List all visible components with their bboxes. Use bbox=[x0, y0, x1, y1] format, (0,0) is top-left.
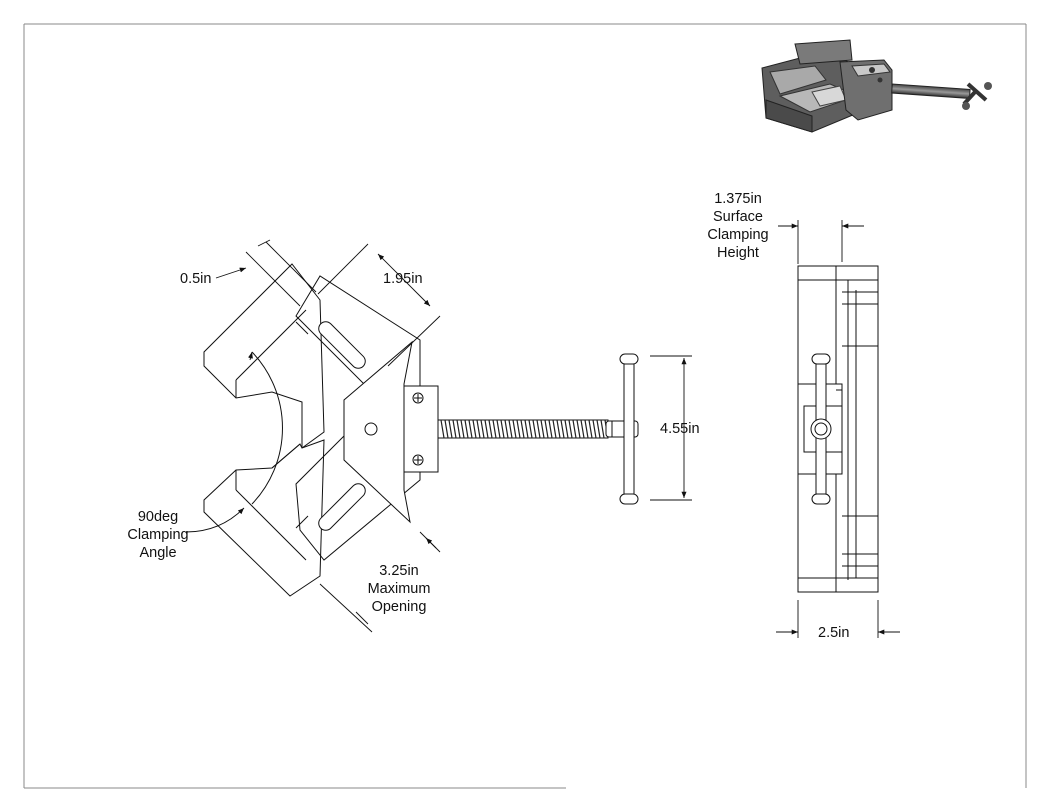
surface-height-line2: Surface bbox=[713, 209, 763, 225]
thread-ridge bbox=[472, 419, 477, 439]
thread-ridge bbox=[532, 419, 537, 439]
thread-ridge bbox=[484, 419, 489, 439]
thread-ridge bbox=[592, 419, 597, 439]
thread-ridge bbox=[480, 419, 485, 439]
side-view bbox=[797, 265, 879, 593]
thread-ridge bbox=[572, 419, 577, 439]
thread-ridge bbox=[440, 419, 445, 439]
dimension-lines-side bbox=[776, 220, 900, 638]
thread-ridge bbox=[528, 419, 533, 439]
top-view bbox=[203, 263, 639, 597]
thread-ridge bbox=[544, 419, 549, 439]
thread-ridge bbox=[552, 419, 557, 439]
thread-ridge bbox=[452, 419, 457, 439]
dimension-lines-top bbox=[185, 239, 692, 633]
thread-ridge bbox=[500, 419, 505, 439]
jaw-width-value: 1.95in bbox=[383, 271, 423, 287]
surface-height-label: 1.375in Surface Clamping Height bbox=[700, 190, 776, 262]
body-width-value: 2.5in bbox=[818, 625, 850, 641]
clamping-angle-value: 90deg bbox=[137, 509, 179, 525]
thread-ridge bbox=[548, 419, 553, 439]
cross-recess-screw-icon bbox=[412, 392, 424, 404]
max-opening-line2: Maximum bbox=[367, 581, 431, 597]
thread-ridge bbox=[460, 419, 465, 439]
clamping-angle-line2: Clamping bbox=[127, 527, 189, 543]
thread-ridge bbox=[524, 419, 529, 439]
thread-ridge bbox=[476, 419, 481, 439]
thread-ridge bbox=[492, 419, 497, 439]
thread-ridge bbox=[560, 419, 565, 439]
thread-ridge bbox=[576, 419, 581, 439]
handle-length-value: 4.55in bbox=[660, 421, 700, 437]
body-width-label: 2.5in bbox=[818, 624, 849, 642]
thread-ridge bbox=[596, 419, 601, 439]
thread-ridge bbox=[488, 419, 493, 439]
surface-height-line4: Height bbox=[717, 245, 759, 261]
thread-ridge bbox=[448, 419, 453, 439]
thread-ridge bbox=[508, 419, 513, 439]
thread-ridge bbox=[456, 419, 461, 439]
thread-ridge bbox=[520, 419, 525, 439]
surface-height-line3: Clamping bbox=[707, 227, 769, 243]
max-opening-line3: Opening bbox=[371, 599, 427, 615]
thread-ridge bbox=[584, 419, 589, 439]
thread-ridge bbox=[580, 419, 585, 439]
handle-length-label: 4.55in bbox=[660, 420, 700, 438]
thread-ridge bbox=[568, 419, 573, 439]
max-opening-label: 3.25in Maximum Opening bbox=[360, 562, 438, 616]
sheet-border bbox=[23, 23, 1027, 789]
thread-ridge bbox=[540, 419, 545, 439]
thread-ridge bbox=[444, 419, 449, 439]
thread-ridge bbox=[600, 419, 605, 439]
thread-ridge bbox=[516, 419, 521, 439]
jaw-width-label: 1.95in bbox=[383, 270, 423, 288]
thread-ridge bbox=[512, 419, 517, 439]
thread-ridge bbox=[588, 419, 593, 439]
thread-ridge bbox=[496, 419, 501, 439]
thread-ridge bbox=[564, 419, 569, 439]
jaw-thickness-label: 0.5in bbox=[180, 270, 211, 288]
thread-ridge bbox=[556, 419, 561, 439]
thread-ridge bbox=[468, 419, 473, 439]
thread-ridge bbox=[536, 419, 541, 439]
max-opening-value: 3.25in bbox=[379, 563, 419, 579]
cross-recess-screw-icon bbox=[412, 454, 424, 466]
isometric-render bbox=[761, 39, 992, 133]
surface-height-value: 1.375in bbox=[714, 191, 762, 207]
thread-ridge bbox=[504, 419, 509, 439]
thread-ridge bbox=[464, 419, 469, 439]
clamping-angle-line3: Angle bbox=[139, 545, 177, 561]
clamping-angle-label: 90deg Clamping Angle bbox=[120, 508, 196, 562]
jaw-thickness-value: 0.5in bbox=[180, 271, 212, 287]
